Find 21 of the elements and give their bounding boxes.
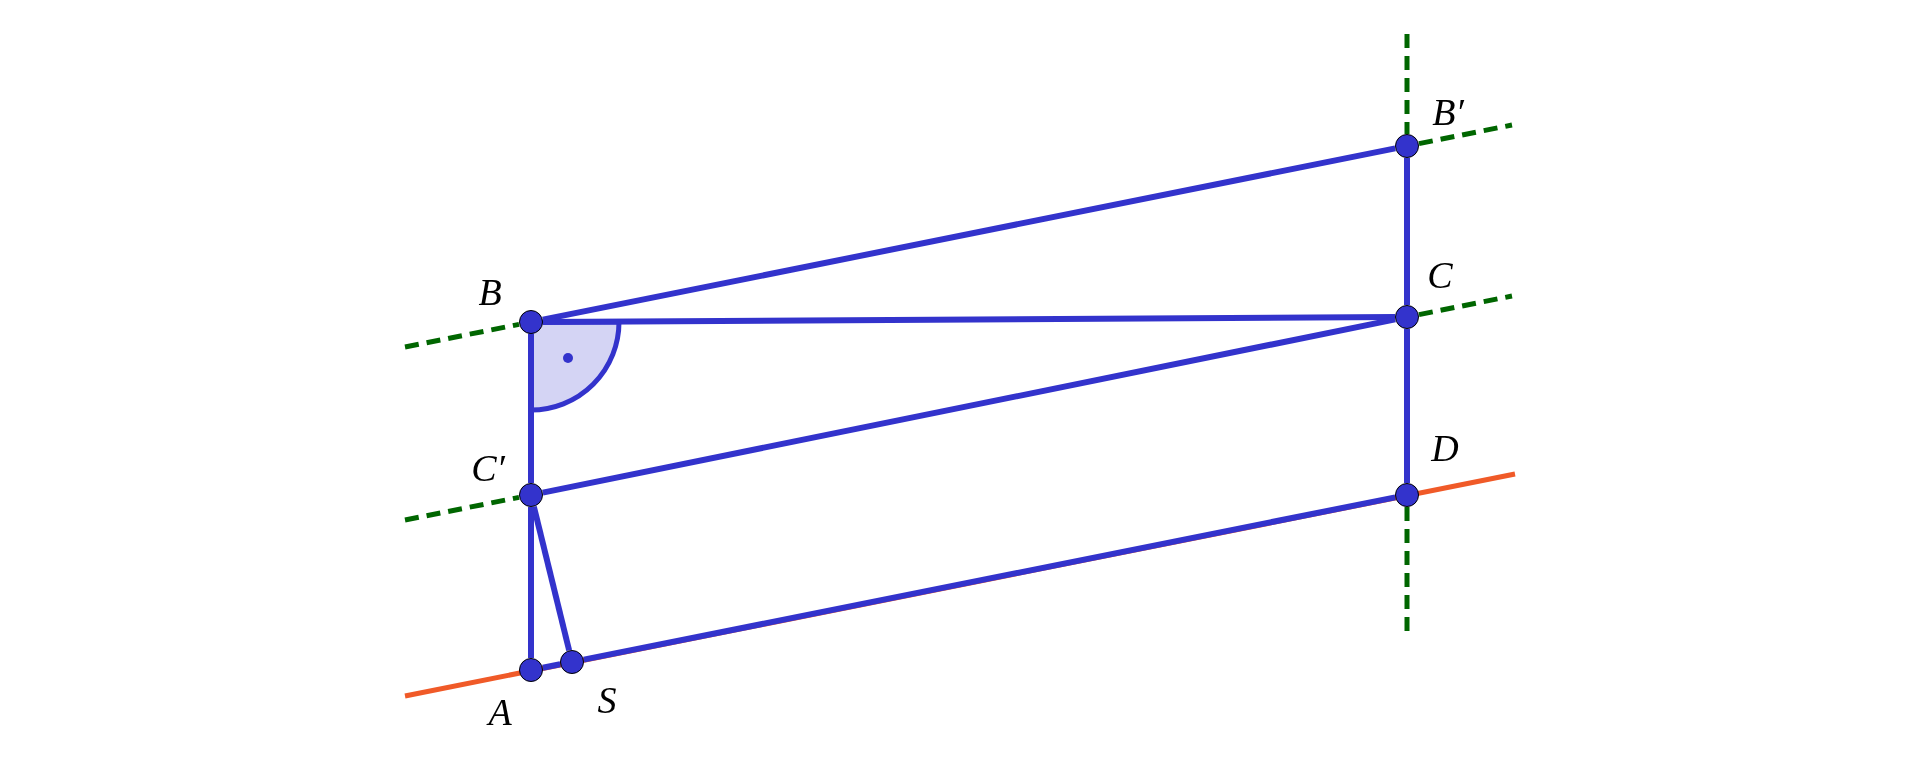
- point: [519, 658, 543, 682]
- point-label: D: [1431, 428, 1459, 468]
- point-label: A: [488, 692, 512, 732]
- point-label: S: [597, 680, 617, 720]
- line-segment: [1404, 158, 1410, 305]
- point: [1395, 305, 1419, 329]
- line-segment: [528, 507, 534, 658]
- point-label: B: [478, 272, 502, 312]
- point-label: C′: [471, 448, 505, 488]
- point: [519, 310, 543, 334]
- point: [1395, 483, 1419, 507]
- line-segment: [542, 661, 561, 671]
- line-segment: [528, 334, 534, 483]
- point-label: C: [1427, 255, 1453, 295]
- point: [560, 650, 584, 674]
- line-segment: [583, 494, 1396, 663]
- line-segment: [543, 314, 1395, 325]
- point: [519, 483, 543, 507]
- line-segment: [1404, 329, 1410, 483]
- point: [1395, 134, 1419, 158]
- point-label: B′: [1432, 92, 1464, 132]
